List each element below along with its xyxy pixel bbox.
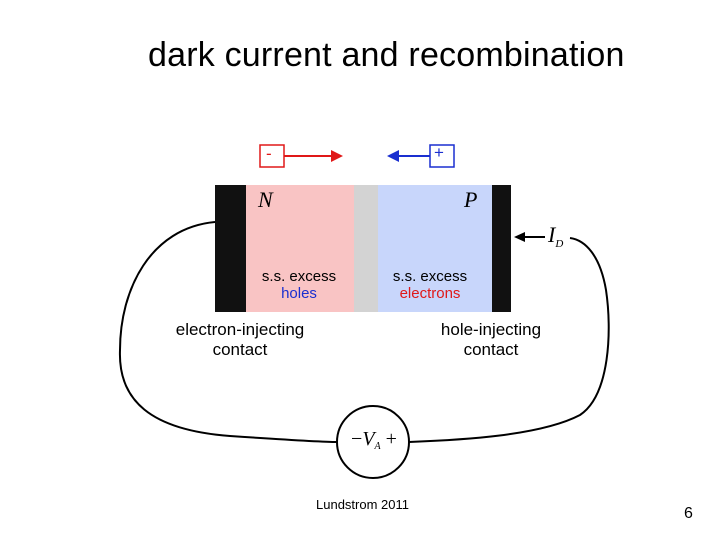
voltage-plus: + — [385, 428, 397, 450]
left-contact — [215, 185, 246, 312]
circuit-wire-left — [118, 221, 338, 443]
n-excess-label: s.s. excess holes — [249, 268, 349, 302]
p-region — [378, 185, 492, 312]
blue-arrowhead-icon — [387, 150, 399, 162]
page-title: dark current and recombination — [148, 36, 625, 74]
current-label-sub: D — [555, 238, 564, 250]
right-contact — [492, 185, 511, 312]
voltage-main: V — [362, 428, 375, 450]
red-arrowhead-icon — [331, 150, 343, 162]
circuit-wire-right — [408, 237, 610, 443]
p-label: P — [464, 187, 478, 212]
voltage-sub: A — [374, 441, 381, 452]
right-contact-line2: contact — [463, 340, 519, 359]
left-contact-line1: electron-injecting — [175, 320, 305, 339]
footer-credit: Lundstrom 2011 — [316, 497, 409, 512]
current-arrowhead-icon — [514, 232, 525, 242]
junction-region — [354, 185, 378, 312]
plus-sign: + — [434, 143, 444, 162]
p-excess-electrons: electrons — [399, 285, 461, 302]
minus-box — [259, 144, 285, 168]
current-label-main: I — [548, 222, 556, 247]
p-excess-label: s.s. excess electrons — [380, 268, 480, 302]
p-excess-line1: s.s. excess — [392, 268, 468, 285]
current-label: ID — [548, 222, 563, 250]
page-number: 6 — [684, 505, 693, 522]
minus-sign: - — [266, 144, 272, 163]
n-label: N — [258, 187, 273, 212]
n-excess-holes: holes — [281, 285, 317, 302]
voltage-label: −VA + — [339, 428, 409, 452]
voltage-source — [336, 405, 410, 479]
n-excess-line1: s.s. excess — [261, 268, 337, 285]
left-contact-label: electron-injecting contact — [160, 320, 320, 360]
right-contact-line1: hole-injecting — [440, 320, 542, 339]
voltage-minus: − — [351, 428, 363, 450]
n-region — [246, 185, 354, 312]
right-contact-label: hole-injecting contact — [416, 320, 566, 360]
left-contact-line2: contact — [212, 340, 268, 359]
